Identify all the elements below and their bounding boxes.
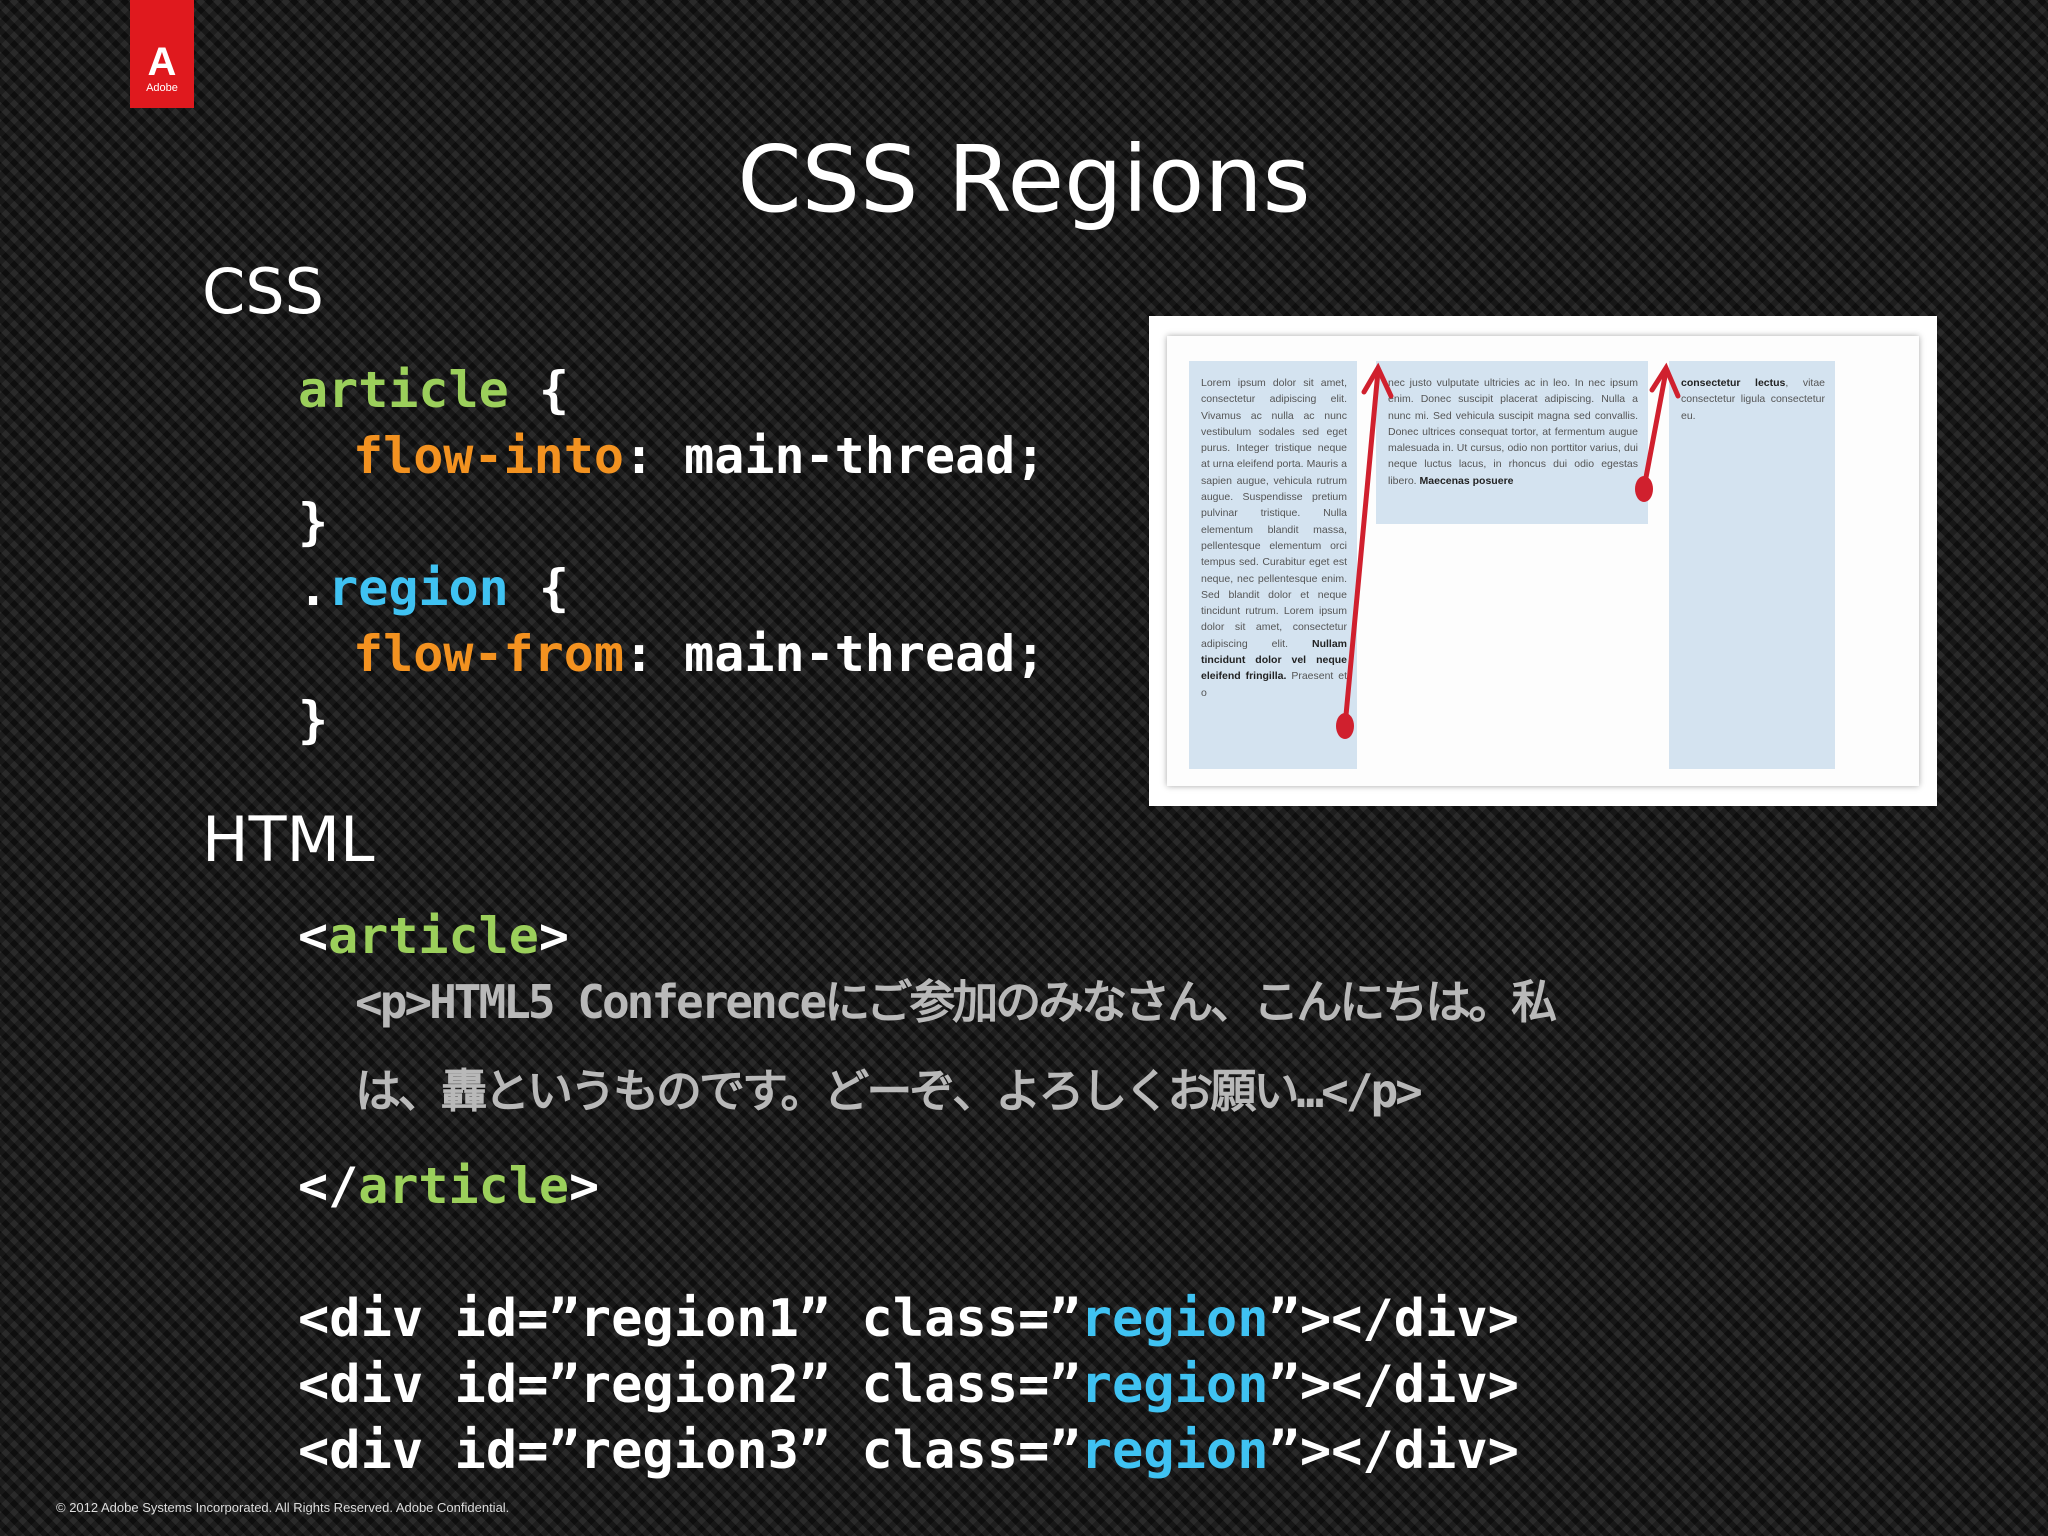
region-text: Praesent et o bbox=[1201, 670, 1347, 699]
adobe-logo-text: Adobe bbox=[146, 82, 178, 94]
div-markup: <div id=”region2” class=” bbox=[298, 1355, 1081, 1415]
class-name: region bbox=[1080, 1421, 1269, 1481]
arrowhead-icon bbox=[1361, 362, 1394, 399]
div-markup: ”></div> bbox=[1268, 1289, 1519, 1349]
class-name: region bbox=[1080, 1355, 1269, 1415]
code-line: flow-from: main-thread; bbox=[298, 624, 1045, 690]
code-line: } bbox=[298, 690, 1045, 756]
code-line: article { bbox=[298, 360, 1045, 426]
region-bold-text: Nullam tincidunt dolor vel neque eleifen… bbox=[1201, 637, 1348, 683]
css-heading: CSS bbox=[202, 255, 325, 328]
selector: region bbox=[328, 559, 509, 617]
tag-bracket: > bbox=[568, 1157, 600, 1215]
div-markup: <div id=”region3” class=” bbox=[298, 1421, 1081, 1481]
region-bold-text: Maecenas posuere bbox=[1416, 474, 1514, 487]
colon: : bbox=[623, 427, 685, 485]
region-text: Lorem ipsum dolor sit amet, consectetur … bbox=[1201, 377, 1347, 650]
html-article-close: </article> bbox=[298, 1156, 599, 1216]
colon: : bbox=[623, 625, 685, 683]
region-text: , vitae consectetur ligula consectetur e… bbox=[1681, 377, 1825, 422]
brace: } bbox=[298, 691, 329, 749]
html-heading: HTML bbox=[202, 803, 375, 876]
tag-bracket: </ bbox=[298, 1157, 359, 1215]
tag-name: article bbox=[358, 1157, 569, 1215]
region-2: nec justo vulputate ultricies ac in leo.… bbox=[1376, 361, 1648, 524]
code-line: <div id=”region3” class=”region”></div> bbox=[298, 1421, 1519, 1487]
regions-illustration: Lorem ipsum dolor sit amet, consectetur … bbox=[1149, 316, 1937, 806]
brace: } bbox=[298, 493, 329, 551]
value: main-thread; bbox=[684, 625, 1046, 683]
code-line: <div id=”region2” class=”region”></div> bbox=[298, 1355, 1519, 1421]
copyright-footer: © 2012 Adobe Systems Incorporated. All R… bbox=[56, 1500, 510, 1515]
code-line: } bbox=[298, 492, 1045, 558]
selector: article bbox=[298, 361, 509, 419]
css-code-block: article { flow-into: main-thread; } .reg… bbox=[298, 360, 1045, 756]
region-text: nec justo vulputate ultricies ac in leo.… bbox=[1388, 377, 1638, 487]
tag-bracket: > bbox=[538, 907, 569, 965]
brace: { bbox=[508, 361, 569, 419]
flow-arrow-1 bbox=[1342, 368, 1381, 729]
arrowhead-icon bbox=[1649, 362, 1681, 399]
region-bold-text: consectetur lectus bbox=[1681, 377, 1786, 389]
value: main-thread; bbox=[684, 427, 1046, 485]
slide-title: CSS Regions bbox=[737, 126, 1311, 233]
dot: . bbox=[298, 559, 329, 617]
html-paragraph-line-2: は、轟というものです。どーぞ、よろしくお願い…</p> bbox=[355, 1064, 1423, 1118]
code-line: .region { bbox=[298, 558, 1045, 624]
tag-name: article bbox=[328, 907, 539, 965]
property: flow-into bbox=[353, 427, 624, 485]
region-3: consectetur lectus, vitae consectetur li… bbox=[1669, 361, 1835, 769]
brace: { bbox=[508, 559, 569, 617]
div-markup: ”></div> bbox=[1268, 1355, 1519, 1415]
tag-bracket: < bbox=[298, 907, 329, 965]
flow-arrow-2 bbox=[1641, 368, 1669, 491]
flow-arrows bbox=[1336, 362, 1681, 739]
div-markup: <div id=”region1” class=” bbox=[298, 1289, 1081, 1349]
flow-start-dot bbox=[1635, 476, 1653, 502]
html-paragraph-line-1: <p>HTML5 Conferenceにご参加のみなさん、こんにちは。私 bbox=[355, 975, 1557, 1029]
html-region-divs: <div id=”region1” class=”region”></div> … bbox=[298, 1289, 1519, 1487]
div-markup: ”></div> bbox=[1268, 1421, 1519, 1481]
property: flow-from bbox=[353, 625, 624, 683]
illustration-page: Lorem ipsum dolor sit amet, consectetur … bbox=[1167, 336, 1919, 786]
flow-start-dot bbox=[1336, 713, 1354, 739]
code-line: <div id=”region1” class=”region”></div> bbox=[298, 1289, 1519, 1355]
adobe-logo-icon: A bbox=[147, 40, 177, 84]
code-line: flow-into: main-thread; bbox=[298, 426, 1045, 492]
class-name: region bbox=[1080, 1289, 1269, 1349]
region-1: Lorem ipsum dolor sit amet, consectetur … bbox=[1189, 361, 1357, 769]
html-article-open: <article> bbox=[298, 906, 569, 966]
